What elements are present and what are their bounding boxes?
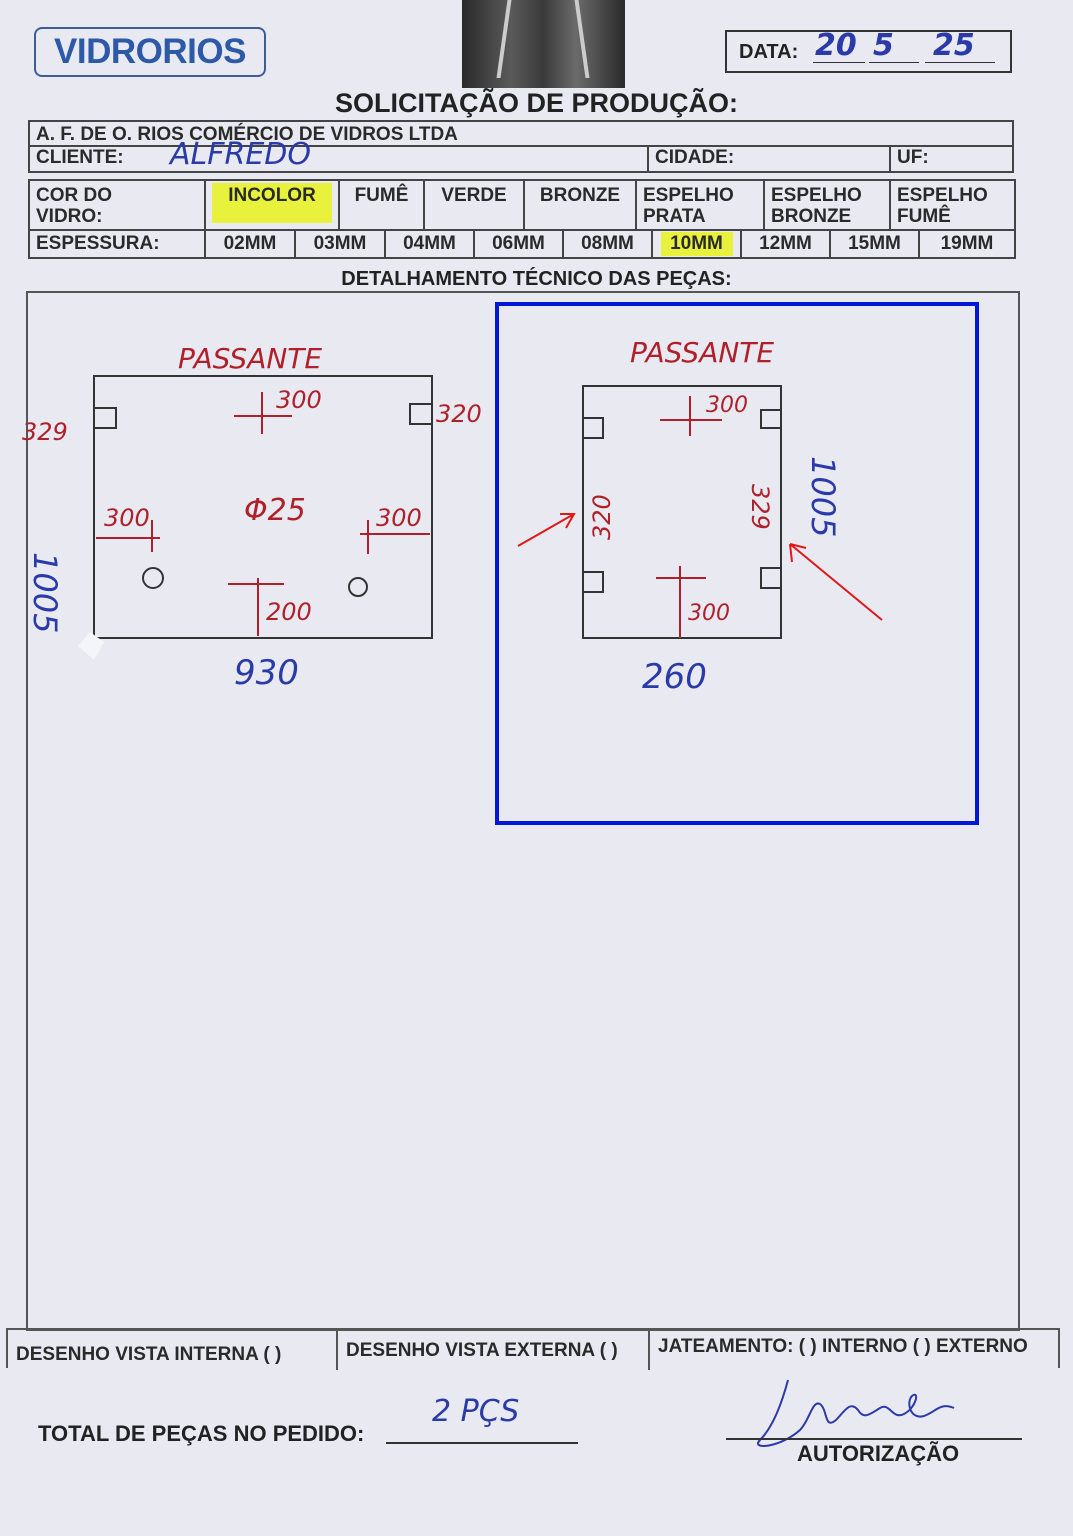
blasting-option[interactable]: JATEAMENTO: ( ) INTERNO ( ) EXTERNO bbox=[648, 1330, 1058, 1370]
piece-1-top-offset: 300 bbox=[276, 386, 322, 414]
total-pieces-label: TOTAL DE PEÇAS NO PEDIDO: bbox=[38, 1421, 365, 1446]
piece-2-drawing: PASSANTE 300 320 329 1005 300 260 bbox=[582, 336, 842, 697]
glass-color-option-incolor[interactable]: INCOLOR bbox=[204, 181, 338, 229]
annotation-highlight-box bbox=[495, 302, 979, 825]
piece-2-bottom-offset: 300 bbox=[688, 601, 730, 626]
hinge-notch-icon bbox=[583, 571, 604, 593]
piece-1-width: 930 bbox=[234, 653, 299, 693]
piece-2-right-text: 329 bbox=[746, 484, 774, 530]
thickness-option-03mm[interactable]: 03MM bbox=[294, 231, 384, 257]
hinge-notch-icon bbox=[409, 403, 432, 425]
client-value: ALFREDO bbox=[170, 137, 312, 172]
hinge-notch-icon bbox=[760, 567, 781, 589]
date-box: DATA: 20 5 25 bbox=[725, 28, 1012, 73]
glass-color-option-espelho-bronze[interactable]: ESPELHO BRONZE bbox=[763, 181, 889, 229]
crosshair-icon bbox=[660, 396, 722, 436]
piece-1-left-offset: 300 bbox=[104, 504, 150, 532]
client-label: CLIENTE: bbox=[36, 147, 124, 168]
piece-1-drawing: PASSANTE 329 320 1005 300 300 300 Φ25 20… bbox=[22, 342, 482, 693]
piece-1-label: PASSANTE bbox=[178, 342, 322, 375]
thickness-option-10mm[interactable]: 10MM bbox=[651, 231, 740, 257]
thickness-option-06mm[interactable]: 06MM bbox=[473, 231, 562, 257]
piece-2-outline bbox=[582, 385, 782, 639]
piece-1-hinge-right: 320 bbox=[436, 400, 482, 428]
thickness-option-15mm[interactable]: 15MM bbox=[829, 231, 918, 257]
form-title: SOLICITAÇÃO DE PRODUÇÃO: bbox=[335, 88, 738, 118]
hinge-notch-icon bbox=[583, 417, 604, 439]
glass-color-label: COR DO VIDRO: bbox=[36, 185, 112, 227]
piece-1-hole-diameter: Φ25 bbox=[244, 493, 306, 528]
piece-2-height: 1005 bbox=[804, 456, 842, 537]
glass-color-option-fume[interactable]: FUMÊ bbox=[338, 181, 423, 229]
hinge-notch-icon bbox=[760, 409, 781, 429]
authorization-label: AUTORIZAÇÃO bbox=[797, 1441, 960, 1466]
thickness-option-12mm[interactable]: 12MM bbox=[740, 231, 829, 257]
piece-1-outline bbox=[93, 375, 433, 639]
glass-color-option-verde[interactable]: VERDE bbox=[423, 181, 523, 229]
drawing-options-row: DESENHO VISTA INTERNA ( ) DESENHO VISTA … bbox=[6, 1328, 1060, 1370]
glass-color-option-espelho-prata[interactable]: ESPELHO PRATA bbox=[635, 181, 763, 229]
signature bbox=[757, 1379, 955, 1447]
piece-1-right-offset: 300 bbox=[376, 504, 422, 532]
date-year: 25 bbox=[933, 28, 975, 63]
hinge-notch-icon bbox=[94, 407, 117, 429]
external-view-option[interactable]: DESENHO VISTA EXTERNA ( ) bbox=[336, 1330, 648, 1370]
arrow-left-icon bbox=[789, 543, 883, 621]
piece-1-bottom-offset: 200 bbox=[266, 598, 312, 626]
thickness-option-08mm[interactable]: 08MM bbox=[562, 231, 651, 257]
thickness-option-02mm[interactable]: 02MM bbox=[204, 231, 294, 257]
crosshair-icon bbox=[96, 520, 160, 552]
crosshair-icon bbox=[234, 392, 292, 434]
piece-2-width: 260 bbox=[642, 657, 707, 697]
date-day: 20 bbox=[815, 28, 857, 63]
thickness-row: ESPESSURA: 02MM 03MM 04MM 06MM 08MM 10MM… bbox=[28, 229, 1016, 259]
arrow-right-icon bbox=[517, 513, 576, 547]
thickness-label: ESPESSURA: bbox=[36, 233, 160, 254]
company-name: A. F. DE O. RIOS COMÉRCIO DE VIDROS LTDA bbox=[36, 124, 458, 145]
city-label: CIDADE: bbox=[647, 145, 889, 171]
piece-1-hinge-left: 329 bbox=[22, 418, 68, 446]
annotation-arrows bbox=[517, 513, 883, 621]
glass-color-row: COR DO VIDRO: INCOLOR FUMÊ VERDE BRONZE … bbox=[28, 179, 1016, 231]
piece-1-height: 1005 bbox=[26, 552, 64, 633]
thickness-option-19mm[interactable]: 19MM bbox=[918, 231, 1014, 257]
piece-2-left-text: 320 bbox=[588, 494, 616, 540]
piece-2-label: PASSANTE bbox=[630, 336, 774, 369]
technical-drawing-area bbox=[26, 291, 1020, 1331]
piece-2-top-offset: 300 bbox=[706, 393, 748, 418]
uf-label: UF: bbox=[889, 145, 1012, 171]
hole-circle-icon bbox=[142, 567, 164, 589]
thickness-option-04mm[interactable]: 04MM bbox=[384, 231, 473, 257]
vidrorios-logo: VIDRORIOS bbox=[34, 27, 266, 77]
total-pieces-line bbox=[386, 1442, 578, 1444]
company-row: A. F. DE O. RIOS COMÉRCIO DE VIDROS LTDA bbox=[28, 120, 1014, 147]
crosshair-icon bbox=[228, 578, 284, 636]
crosshair-icon bbox=[656, 566, 706, 638]
date-label: DATA: bbox=[739, 41, 799, 63]
paper-speck bbox=[78, 632, 104, 660]
glass-color-option-espelho-fume[interactable]: ESPELHO FUMÊ bbox=[889, 181, 1014, 229]
authorization-line bbox=[726, 1438, 1022, 1440]
date-month: 5 bbox=[873, 28, 894, 63]
crosshair-icon bbox=[360, 520, 430, 554]
client-row: CLIENTE: ALFREDO CIDADE: UF: bbox=[28, 137, 1014, 173]
hole-circle-icon bbox=[348, 577, 368, 597]
total-pieces-value: 2 PÇS bbox=[432, 1394, 520, 1429]
internal-view-option[interactable]: DESENHO VISTA INTERNA ( ) bbox=[16, 1344, 282, 1365]
detail-title: DETALHAMENTO TÉCNICO DAS PEÇAS: bbox=[341, 268, 732, 290]
binder-clip bbox=[462, 0, 625, 88]
glass-color-option-bronze[interactable]: BRONZE bbox=[523, 181, 635, 229]
